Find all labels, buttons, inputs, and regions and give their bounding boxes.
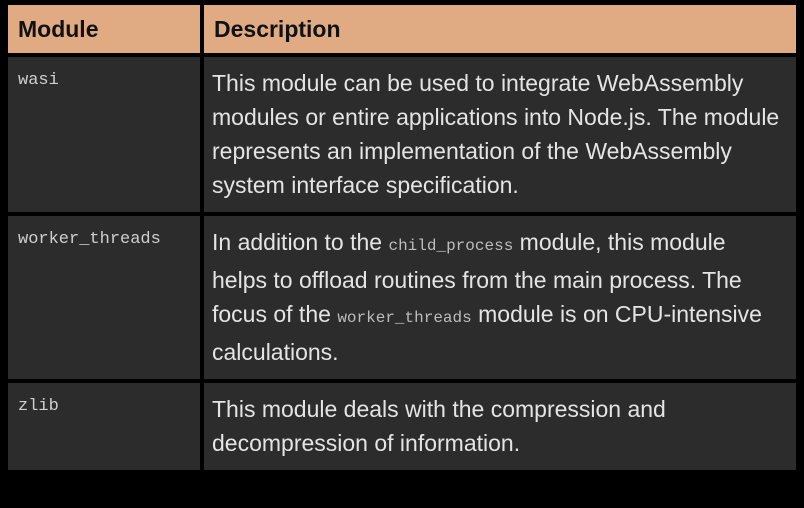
- description-cell: This module deals with the compression a…: [204, 383, 796, 470]
- table-row: worker_threads In addition to the child_…: [8, 216, 796, 379]
- description-text: module is on CPU-intensive calculations.: [212, 301, 762, 365]
- description-cell: This module can be used to integrate Web…: [204, 57, 796, 212]
- table-row: zlib This module deals with the compress…: [8, 383, 796, 470]
- module-name-cell: zlib: [8, 383, 200, 470]
- inline-code: worker_threads: [337, 309, 472, 327]
- modules-table: Module Description wasi This module can …: [4, 1, 800, 474]
- description-cell: In addition to the child_process module,…: [204, 216, 796, 379]
- module-column-header: Module: [8, 5, 200, 53]
- module-name-cell: wasi: [8, 57, 200, 212]
- inline-code: child_process: [388, 237, 514, 255]
- description-text: module, this module helps to offload rou…: [212, 229, 742, 327]
- module-name-cell: worker_threads: [8, 216, 200, 379]
- description-text: In addition to the: [212, 229, 389, 255]
- table-header-row: Module Description: [8, 5, 796, 53]
- description-column-header: Description: [204, 5, 796, 53]
- table-row: wasi This module can be used to integrat…: [8, 57, 796, 212]
- modules-table-container: Module Description wasi This module can …: [8, 5, 804, 470]
